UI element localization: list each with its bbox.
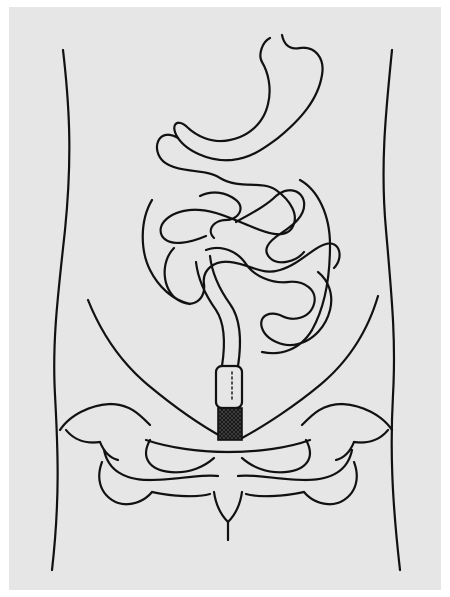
stoma-pouch (218, 408, 242, 440)
